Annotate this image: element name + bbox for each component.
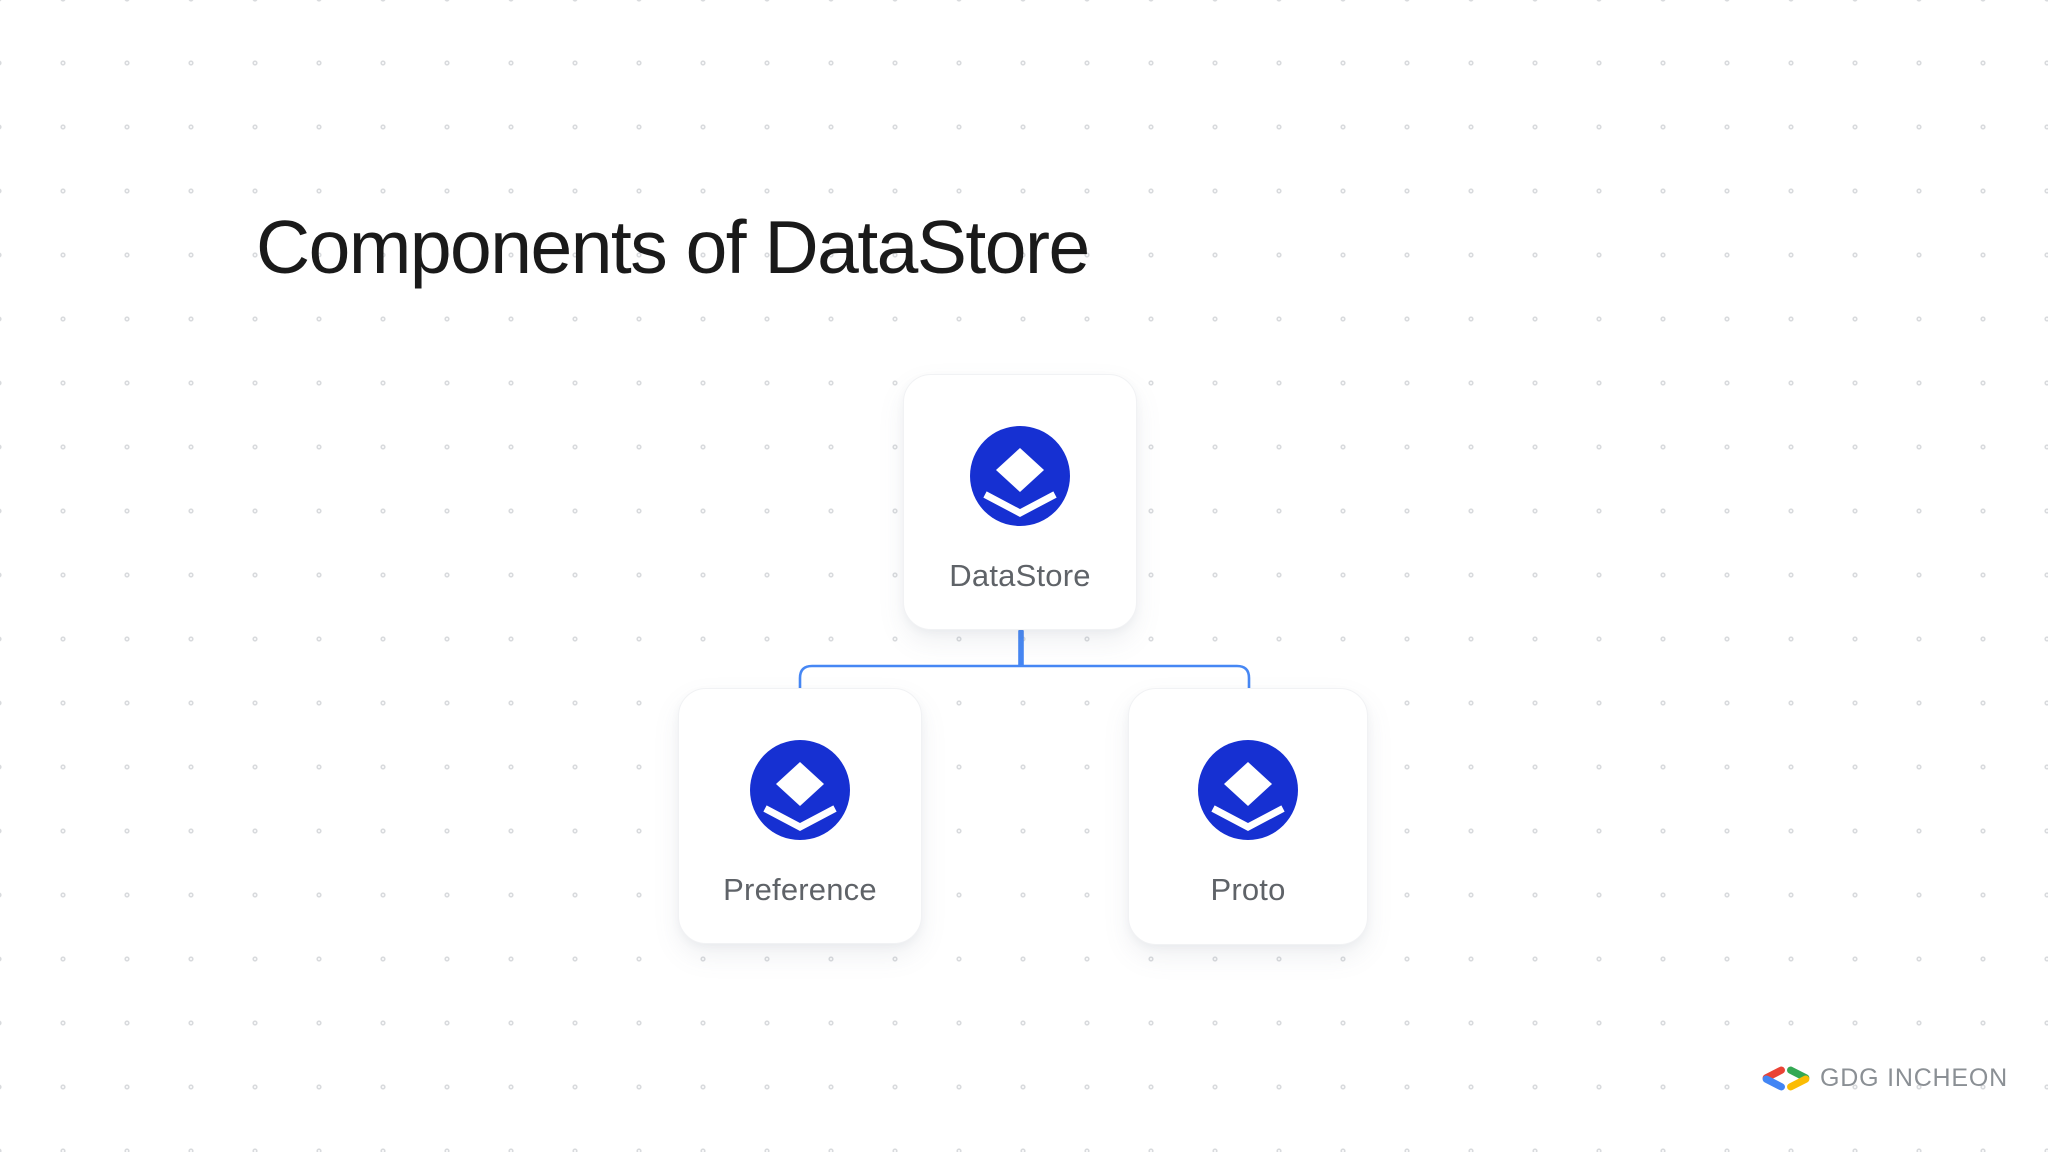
node-label-datastore: DataStore [949,558,1091,593]
layers-glyph [1211,762,1285,831]
datastore-layers-icon [970,426,1070,526]
layers-glyph [983,448,1057,517]
datastore-layers-icon [1198,740,1298,840]
node-proto: Proto [1128,688,1368,945]
brand-text: GDG INCHEON [1820,1063,2008,1092]
node-preference: Preference [678,688,922,944]
node-label-proto: Proto [1210,872,1286,907]
page-title: Components of DataStore [256,205,1090,289]
node-datastore: DataStore [903,374,1137,630]
layers-glyph [763,762,837,831]
datastore-layers-icon [750,740,850,840]
gdg-incheon-brand: GDG INCHEON [1760,1062,2008,1094]
node-label-preference: Preference [723,872,877,907]
gdg-logo-icon [1762,1066,1810,1090]
